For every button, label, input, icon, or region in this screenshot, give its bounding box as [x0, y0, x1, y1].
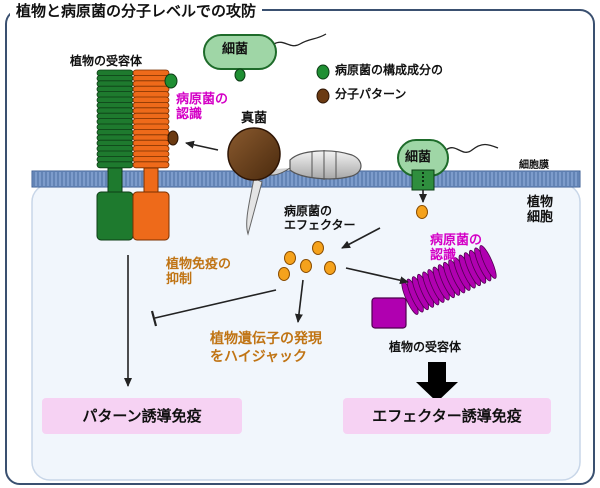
magenta-coil: [479, 245, 497, 279]
effector-dot: [284, 251, 296, 265]
arrow-receptor-to-eti: [416, 362, 458, 402]
orange-receptor-stalk: [143, 167, 159, 193]
arrow-effector-hijack: [294, 279, 304, 323]
bacterium-top: [203, 33, 327, 82]
bacterium-label: 細菌: [222, 42, 249, 57]
bacterium-top-pattern: [234, 68, 246, 82]
green-receptor-kinase: [96, 191, 134, 241]
legend-green-dot: [316, 64, 330, 80]
diagram-title: 植物と病原菌の分子レベルでの攻防: [10, 0, 263, 21]
receptor-coil: [96, 161, 134, 169]
arrow-effector-label: [341, 227, 381, 249]
plant-cell-label: 植物 細胞: [527, 195, 554, 225]
hijack-label: 植物遺伝子の発現 をハイジャック: [210, 331, 322, 366]
arrow-effector-to-receptor: [345, 267, 409, 285]
suppression-bar: [150, 310, 158, 327]
green-receptor-ectodomain: [96, 69, 134, 169]
plant-receptor-orange: [132, 69, 170, 241]
effector-dot: [416, 205, 428, 219]
suppression-label: 植物免疫の 抑制: [166, 257, 232, 287]
legend-brown-dot: [316, 88, 330, 104]
fungus-appressorium: [246, 177, 263, 236]
bacterium-membrane-flagellum: [445, 143, 499, 153]
green-pattern-on-receptor: [164, 73, 178, 89]
eti-box: エフェクター誘導免疫: [343, 398, 551, 434]
orange-receptor-kinase: [132, 191, 170, 241]
effector-dot: [300, 259, 312, 273]
recognition-label-right: 病原菌の 認識: [430, 233, 483, 263]
plant-receptor-intracellular: [371, 245, 497, 329]
fungus-hypha: [289, 150, 362, 180]
fungus: [227, 127, 362, 236]
arrow-fungus-to-receptor: [185, 140, 219, 151]
orange-receptor-ectodomain: [132, 69, 170, 169]
bacterium-top-flagellum: [273, 33, 327, 47]
effector-dot: [278, 267, 290, 281]
effector-dot: [312, 241, 324, 255]
magenta-receptor-coils: [401, 245, 497, 315]
fungus-hypha-septa: [311, 150, 337, 180]
fungus-label: 真菌: [241, 111, 268, 126]
line-suppression: [154, 289, 277, 319]
arrows: [124, 140, 427, 387]
plant-receptor-green: [96, 69, 134, 241]
cell-membrane-label: 細胞膜: [519, 160, 549, 171]
legend-green-label: 病原菌の構成成分の: [335, 63, 444, 77]
receptor-coil: [132, 161, 170, 169]
effectors: [278, 205, 435, 290]
effector-label: 病原菌の エフェクター: [284, 204, 356, 232]
brown-pattern-on-receptor: [167, 130, 179, 146]
recognition-label-left: 病原菌の 認識: [176, 92, 229, 122]
pti-box: パターン誘導免疫: [42, 398, 242, 434]
green-receptor-stalk: [107, 167, 123, 193]
plant-receptor-label-bottom: 植物の受容体: [389, 340, 462, 354]
bacterium-membrane-label: 細菌: [405, 150, 432, 165]
legend-brown-label: 分子パターン: [335, 87, 407, 101]
effector-dot: [324, 261, 336, 275]
plant-receptor-label: 植物の受容体: [70, 54, 143, 68]
magenta-receptor-base: [371, 297, 407, 329]
fungus-spore: [227, 127, 281, 181]
